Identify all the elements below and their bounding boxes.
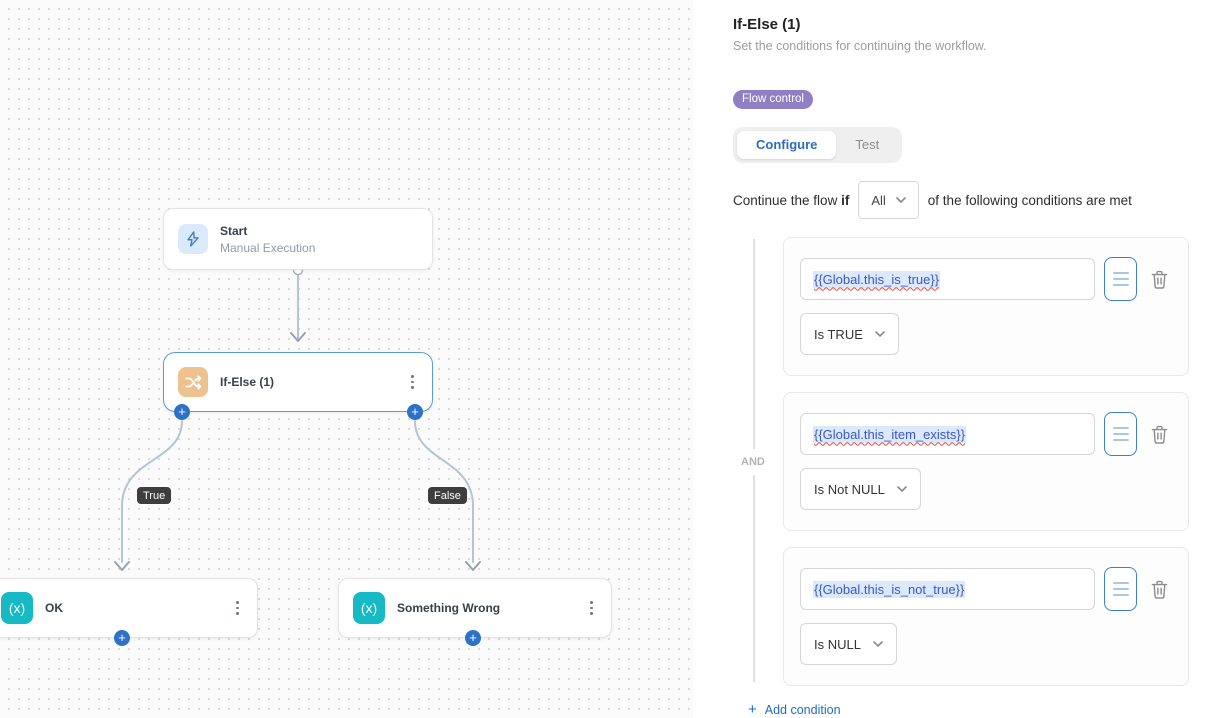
add-step-true-button[interactable]: +: [174, 404, 190, 420]
add-step-false-button[interactable]: +: [407, 404, 423, 420]
edge-true: [121, 420, 183, 563]
arrowhead-icon: [114, 561, 130, 571]
intro-text-pre: Continue the flow if: [733, 192, 850, 208]
panel-subtitle: Set the conditions for continuing the wo…: [733, 39, 987, 53]
match-mode-select[interactable]: All: [858, 181, 919, 219]
panel-title: If-Else (1): [733, 16, 801, 33]
branch-label-true: True: [137, 487, 172, 504]
config-panel: If-Else (1) Set the conditions for conti…: [693, 0, 1229, 718]
chevron-down-icon: [873, 641, 883, 647]
function-x-icon: (x): [1, 592, 33, 624]
trash-icon: [1151, 270, 1167, 289]
node-subtitle: Manual Execution: [220, 240, 316, 255]
drag-handle-button[interactable]: [1104, 257, 1137, 301]
workflow-canvas[interactable]: Start Manual Execution If-Else (1) (x) O…: [0, 0, 693, 718]
edge-layer: [114, 264, 481, 571]
condition-intro-row: Continue the flow if All of the followin…: [733, 181, 1189, 219]
tab-configure[interactable]: Configure: [737, 131, 837, 159]
lightning-bolt-icon: [178, 224, 208, 254]
edge-false: [414, 420, 474, 563]
delete-condition-button[interactable]: [1146, 258, 1172, 300]
shuffle-branch-icon: [178, 367, 208, 397]
arrowhead-icon: [290, 332, 306, 342]
node-title: OK: [45, 601, 63, 615]
condition-value-input[interactable]: {{Global.this_item_exists}}: [800, 413, 1095, 455]
condition-card: {{Global.this_is_true}} Is TRUE: [783, 237, 1189, 376]
trash-icon: [1151, 425, 1167, 444]
tab-bar: Configure Test: [733, 127, 903, 163]
drag-handle-button[interactable]: [1104, 567, 1137, 611]
flow-control-badge: Flow control: [733, 90, 813, 109]
add-step-after-wrong-button[interactable]: +: [465, 630, 481, 646]
conditions-group: AND {{Global.this_is_true}}: [733, 237, 1189, 686]
kebab-menu-icon[interactable]: [407, 371, 418, 392]
function-x-icon: (x): [353, 592, 385, 624]
drag-handle-button[interactable]: [1104, 412, 1137, 456]
trash-icon: [1151, 580, 1167, 599]
node-ifelse[interactable]: If-Else (1): [163, 352, 433, 412]
chevron-down-icon: [875, 331, 885, 337]
condition-value-input[interactable]: {{Global.this_is_not_true}}: [800, 568, 1095, 610]
node-title: Something Wrong: [397, 601, 501, 615]
delete-condition-button[interactable]: [1146, 413, 1172, 455]
tab-test[interactable]: Test: [855, 137, 880, 152]
kebab-menu-icon[interactable]: [586, 597, 597, 618]
kebab-menu-icon[interactable]: [232, 597, 243, 618]
group-operator-label: AND: [739, 448, 767, 475]
arrowhead-icon: [465, 561, 481, 571]
intro-text-post: of the following conditions are met: [927, 192, 1132, 208]
operator-select[interactable]: Is NULL: [800, 623, 897, 665]
node-something-wrong[interactable]: (x) Something Wrong: [338, 578, 612, 638]
add-condition-button[interactable]: + Add condition: [748, 701, 841, 718]
plus-icon: +: [748, 701, 757, 718]
chevron-down-icon: [895, 197, 906, 203]
condition-value-input[interactable]: {{Global.this_is_true}}: [800, 258, 1095, 300]
node-title: Start: [220, 223, 248, 238]
chevron-down-icon: [897, 486, 907, 492]
node-title: If-Else (1): [220, 375, 275, 389]
operator-select[interactable]: Is TRUE: [800, 313, 899, 355]
node-start[interactable]: Start Manual Execution: [163, 208, 433, 270]
add-step-after-ok-button[interactable]: +: [114, 630, 130, 646]
condition-card: {{Global.this_is_not_true}} Is NULL: [783, 547, 1189, 686]
condition-card: {{Global.this_item_exists}} Is Not NULL: [783, 392, 1189, 531]
operator-select[interactable]: Is Not NULL: [800, 468, 921, 510]
node-ok[interactable]: (x) OK: [0, 578, 258, 638]
branch-label-false: False: [428, 487, 467, 504]
delete-condition-button[interactable]: [1146, 568, 1172, 610]
